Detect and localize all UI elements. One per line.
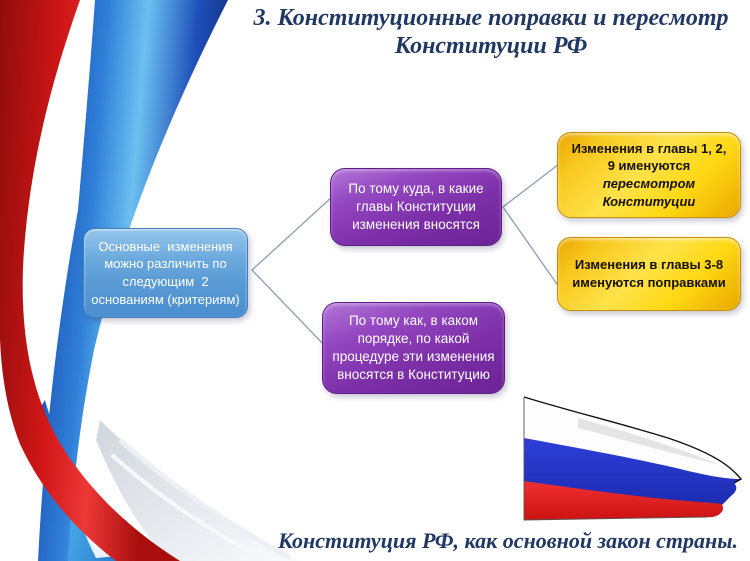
criterion-where-text: По тому куда, в какие главы Конституции … bbox=[348, 180, 484, 233]
root-criteria-text: Основные изменения можно различить по сл… bbox=[91, 238, 240, 307]
connector-lines bbox=[250, 163, 560, 348]
criterion-box-how: По тому как, в каком порядке, по какой п… bbox=[322, 302, 505, 394]
root-criteria-box: Основные изменения можно различить по сл… bbox=[83, 228, 248, 318]
slide-title: 3. Конституционные поправки и пересмотр … bbox=[253, 5, 729, 60]
result-box-amendments: Изменения в главы 3-8 именуются поправка… bbox=[557, 237, 741, 311]
russia-flag-icon bbox=[523, 396, 743, 521]
slide-footer: Конституция РФ, как основной закон стран… bbox=[277, 528, 739, 553]
result-box-revision: Изменения в главы 1, 2, 9 именуются пере… bbox=[557, 132, 741, 218]
result-revision-emphasis: пересмотром Конституции bbox=[602, 176, 696, 209]
criterion-how-text: По тому как, в каком порядке, по какой п… bbox=[332, 312, 495, 383]
result-revision-text: Изменения в главы 1, 2, 9 именуются bbox=[571, 140, 727, 174]
criterion-box-where: По тому куда, в какие главы Конституции … bbox=[330, 168, 502, 246]
tricolor-ribbon-icon bbox=[0, 0, 300, 561]
result-amendments-text: Изменения в главы 3-8 именуются поправка… bbox=[572, 257, 726, 290]
